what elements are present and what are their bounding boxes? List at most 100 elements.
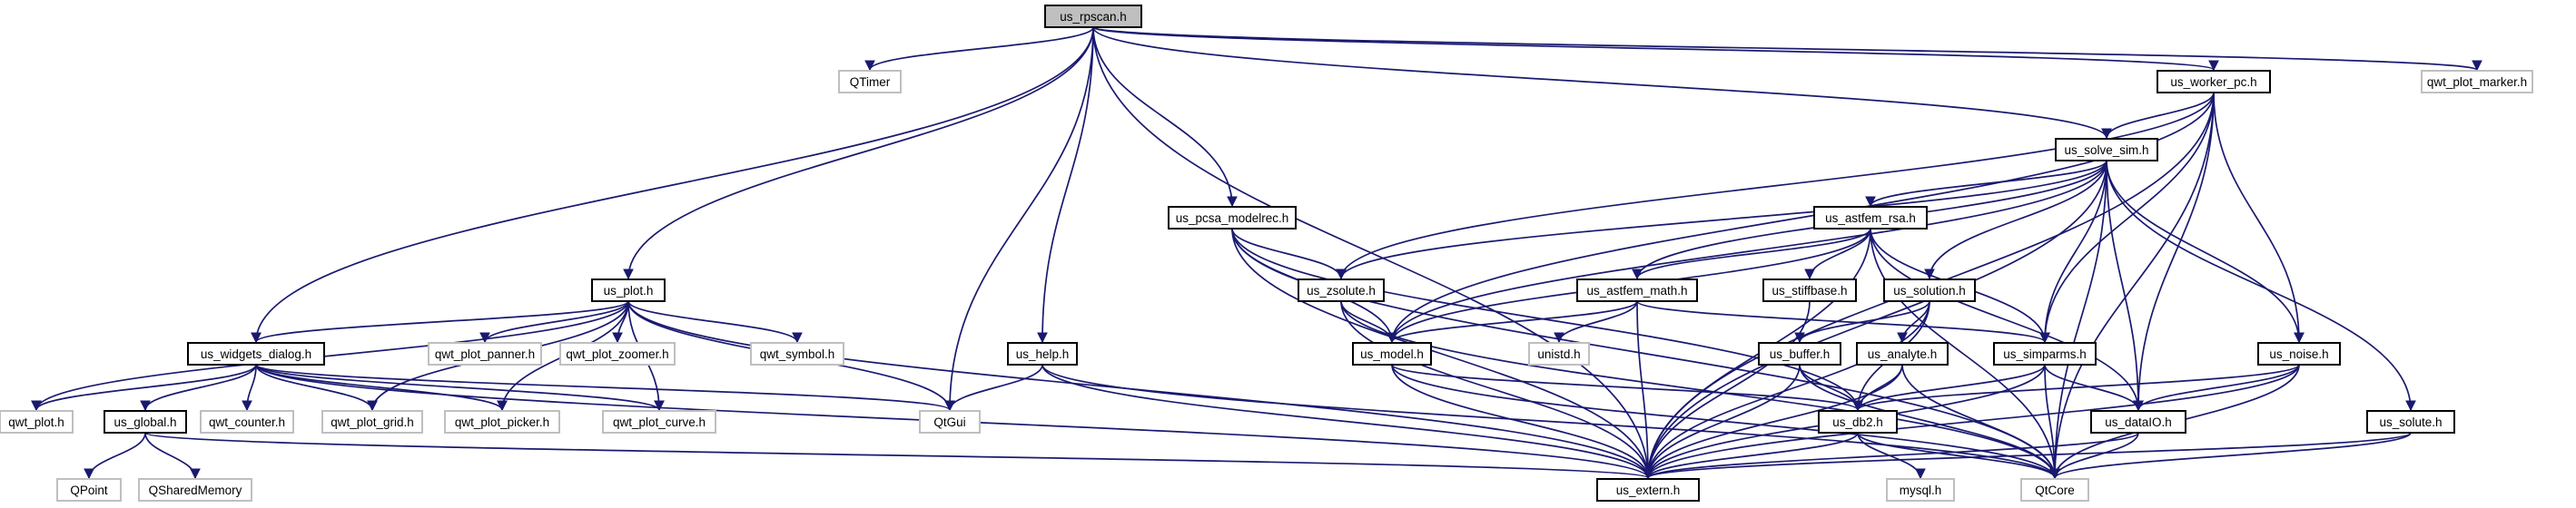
node-box xyxy=(1993,342,2097,366)
edge-buffer-to-qtcore xyxy=(1799,364,2060,480)
node-rsa[interactable]: us_astfem_rsa.h xyxy=(1813,206,1928,230)
node-unistd[interactable]: unistd.h xyxy=(1528,342,1590,366)
node-label: qwt_plot_marker.h xyxy=(2427,75,2527,89)
edge-rsa-to-dataio xyxy=(1870,228,2144,412)
node-box xyxy=(602,410,716,434)
node-box xyxy=(2020,478,2089,502)
node-label: us_pcsa_modelrec.h xyxy=(1176,211,1289,225)
edge-help-to-extern xyxy=(1041,364,1653,480)
node-label: us_noise.h xyxy=(2269,347,2328,361)
node-box xyxy=(187,342,325,366)
node-model[interactable]: us_model.h xyxy=(1352,342,1432,366)
node-picker[interactable]: qwt_plot_picker.h xyxy=(444,410,560,434)
edge-dialog-to-grid xyxy=(255,364,378,412)
node-plot[interactable]: us_plot.h xyxy=(591,278,666,302)
node-zoomer[interactable]: qwt_plot_zoomer.h xyxy=(559,342,676,366)
edge-solvesim-to-solution xyxy=(1924,160,2107,280)
edge-global-to-extern xyxy=(144,432,1653,480)
node-qtimer[interactable]: QTimer xyxy=(838,70,902,93)
node-worker[interactable]: us_worker_pc.h xyxy=(2157,70,2271,93)
node-dialog[interactable]: us_widgets_dialog.h xyxy=(187,342,325,366)
node-qtgui[interactable]: QtGui xyxy=(919,410,981,434)
node-box xyxy=(1168,206,1297,230)
node-label: QSharedMemory xyxy=(149,484,242,497)
node-box xyxy=(1886,478,1955,502)
node-label: us_solve_sim.h xyxy=(2064,143,2148,157)
node-extern[interactable]: us_extern.h xyxy=(1596,478,1700,502)
node-box xyxy=(591,278,666,302)
node-box xyxy=(919,410,981,434)
node-shmem[interactable]: QSharedMemory xyxy=(138,478,252,502)
edge-simparms-to-qtcore xyxy=(2044,364,2060,480)
node-label: us_analyte.h xyxy=(1868,347,1938,361)
node-label: QtCore xyxy=(2035,484,2075,497)
node-solution[interactable]: us_solution.h xyxy=(1883,278,1976,302)
node-math[interactable]: us_astfem_math.h xyxy=(1576,278,1698,302)
node-qpoint[interactable]: QPoint xyxy=(56,478,122,502)
node-label: us_simparms.h xyxy=(2003,347,2087,361)
node-noise[interactable]: us_noise.h xyxy=(2257,342,2341,366)
node-label: us_astfem_rsa.h xyxy=(1825,211,1916,225)
edge-dialog-to-picker xyxy=(255,364,508,412)
node-curve[interactable]: qwt_plot_curve.h xyxy=(602,410,716,434)
node-box xyxy=(200,410,294,434)
edge-worker-to-noise xyxy=(2213,92,2305,344)
node-label: us_astfem_math.h xyxy=(1586,284,1687,298)
node-db2[interactable]: us_db2.h xyxy=(1818,410,1898,434)
node-global[interactable]: us_global.h xyxy=(104,410,187,434)
edge-solution-to-extern xyxy=(1643,300,1930,480)
node-help[interactable]: us_help.h xyxy=(1007,342,1078,366)
node-label: QPoint xyxy=(70,484,108,497)
node-box xyxy=(2055,138,2158,161)
edge-help-to-qtcore xyxy=(1041,364,2060,480)
node-rpscan[interactable]: us_rpscan.h xyxy=(1044,5,1142,28)
node-label: QtGui xyxy=(933,415,965,429)
node-counter[interactable]: qwt_counter.h xyxy=(200,410,294,434)
node-stiff[interactable]: us_stiffbase.h xyxy=(1762,278,1857,302)
node-mysql[interactable]: mysql.h xyxy=(1886,478,1955,502)
node-box xyxy=(2257,342,2341,366)
node-label: us_global.h xyxy=(114,415,176,429)
edge-solute-to-qtcore xyxy=(2049,432,2412,480)
node-buffer[interactable]: us_buffer.h xyxy=(1758,342,1841,366)
edge-stiff-to-extern xyxy=(1643,300,1811,480)
node-box xyxy=(1044,5,1142,28)
node-box xyxy=(1818,410,1898,434)
edge-plot-to-dialog xyxy=(251,300,629,344)
node-label: us_extern.h xyxy=(1616,484,1681,497)
edge-dialog-to-global xyxy=(140,364,257,412)
node-simparms[interactable]: us_simparms.h xyxy=(1993,342,2097,366)
node-solvesim[interactable]: us_solve_sim.h xyxy=(2055,138,2158,161)
node-dataio[interactable]: us_dataIO.h xyxy=(2090,410,2186,434)
node-label: us_rpscan.h xyxy=(1060,10,1127,24)
edge-buffer-to-extern xyxy=(1643,364,1801,480)
node-analyte[interactable]: us_analyte.h xyxy=(1856,342,1949,366)
node-box xyxy=(1596,478,1700,502)
node-label: us_model.h xyxy=(1360,347,1424,361)
node-solute[interactable]: us_solute.h xyxy=(2366,410,2455,434)
edge-zsolute-to-extern xyxy=(1340,300,1653,480)
edge-pcsa-to-extern xyxy=(1231,228,1653,480)
node-box xyxy=(838,70,902,93)
edge-solvesim-to-solute xyxy=(2106,160,2416,412)
node-box xyxy=(2157,70,2271,93)
node-box xyxy=(0,410,74,434)
node-qtcore[interactable]: QtCore xyxy=(2020,478,2089,502)
node-label: QTimer xyxy=(850,75,891,89)
node-panner[interactable]: qwt_plot_panner.h xyxy=(428,342,542,366)
edge-worker-to-zsolute xyxy=(1336,92,2215,280)
node-marker[interactable]: qwt_plot_marker.h xyxy=(2421,70,2533,93)
node-pcsa[interactable]: us_pcsa_modelrec.h xyxy=(1168,206,1297,230)
node-symbol[interactable]: qwt_symbol.h xyxy=(750,342,844,366)
node-zsolute[interactable]: us_zsolute.h xyxy=(1298,278,1385,302)
edge-zsolute-to-qtcore xyxy=(1340,300,2060,480)
node-box xyxy=(1528,342,1590,366)
node-label: us_db2.h xyxy=(1832,415,1883,429)
node-label: qwt_plot_zoomer.h xyxy=(566,347,668,361)
edge-solvesim-to-zsolute xyxy=(1336,160,2107,280)
node-label: us_solute.h xyxy=(2379,415,2442,429)
node-box xyxy=(559,342,676,366)
node-grid[interactable]: qwt_plot_grid.h xyxy=(321,410,423,434)
node-qwtplot[interactable]: qwt_plot.h xyxy=(0,410,74,434)
edge-global-to-qpoint xyxy=(84,432,146,480)
